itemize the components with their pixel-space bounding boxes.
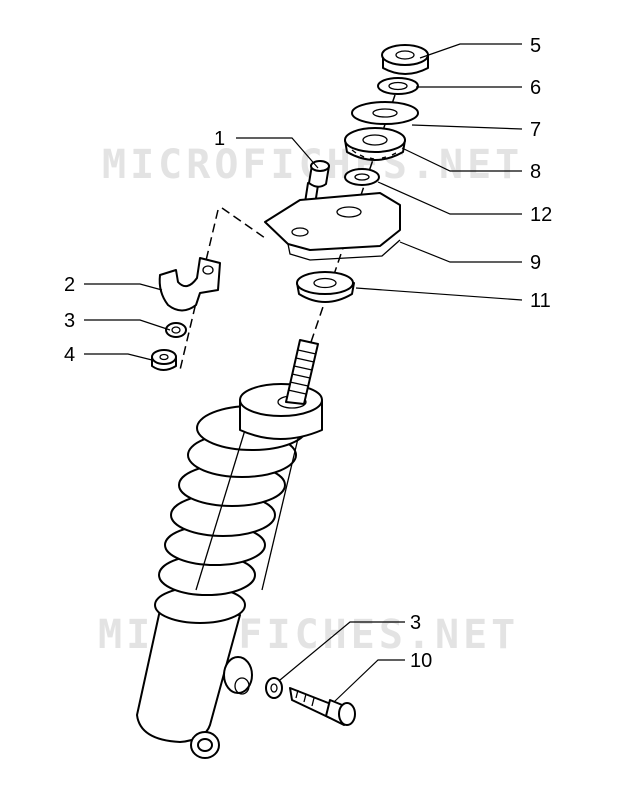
callout-9: 9 — [530, 252, 541, 274]
callout-1: 1 — [214, 128, 225, 150]
part-11-rubber-bush — [296, 271, 355, 303]
assembly-axis-bracket — [221, 207, 266, 239]
part-5-nut — [381, 44, 429, 75]
callout-8: 8 — [530, 161, 541, 183]
part-4-nut — [151, 349, 177, 371]
part-10-bolt — [289, 687, 356, 726]
callout-6: 6 — [530, 77, 541, 99]
callout-7: 7 — [530, 119, 541, 141]
part-7-cup-washer — [351, 101, 419, 125]
callout-5: 5 — [530, 35, 541, 57]
shock-absorber — [136, 339, 323, 759]
part-2-clamp — [158, 257, 221, 312]
callout-10: 10 — [410, 650, 432, 672]
callout-12: 12 — [530, 204, 552, 226]
callout-4: 4 — [64, 344, 75, 366]
part-9-bracket — [264, 192, 401, 261]
callout-2: 2 — [64, 274, 75, 296]
part-3-washer-bottom — [265, 677, 283, 699]
part-8-rubber-bush — [344, 127, 406, 161]
part-6-washer — [377, 77, 419, 95]
part-3-washer-left — [165, 322, 187, 338]
callout-3-bottom: 3 — [410, 612, 421, 634]
callout-11: 11 — [530, 290, 551, 312]
leader-lines — [84, 43, 523, 703]
callout-3-left: 3 — [64, 310, 75, 332]
part-12-spacer — [344, 168, 380, 186]
